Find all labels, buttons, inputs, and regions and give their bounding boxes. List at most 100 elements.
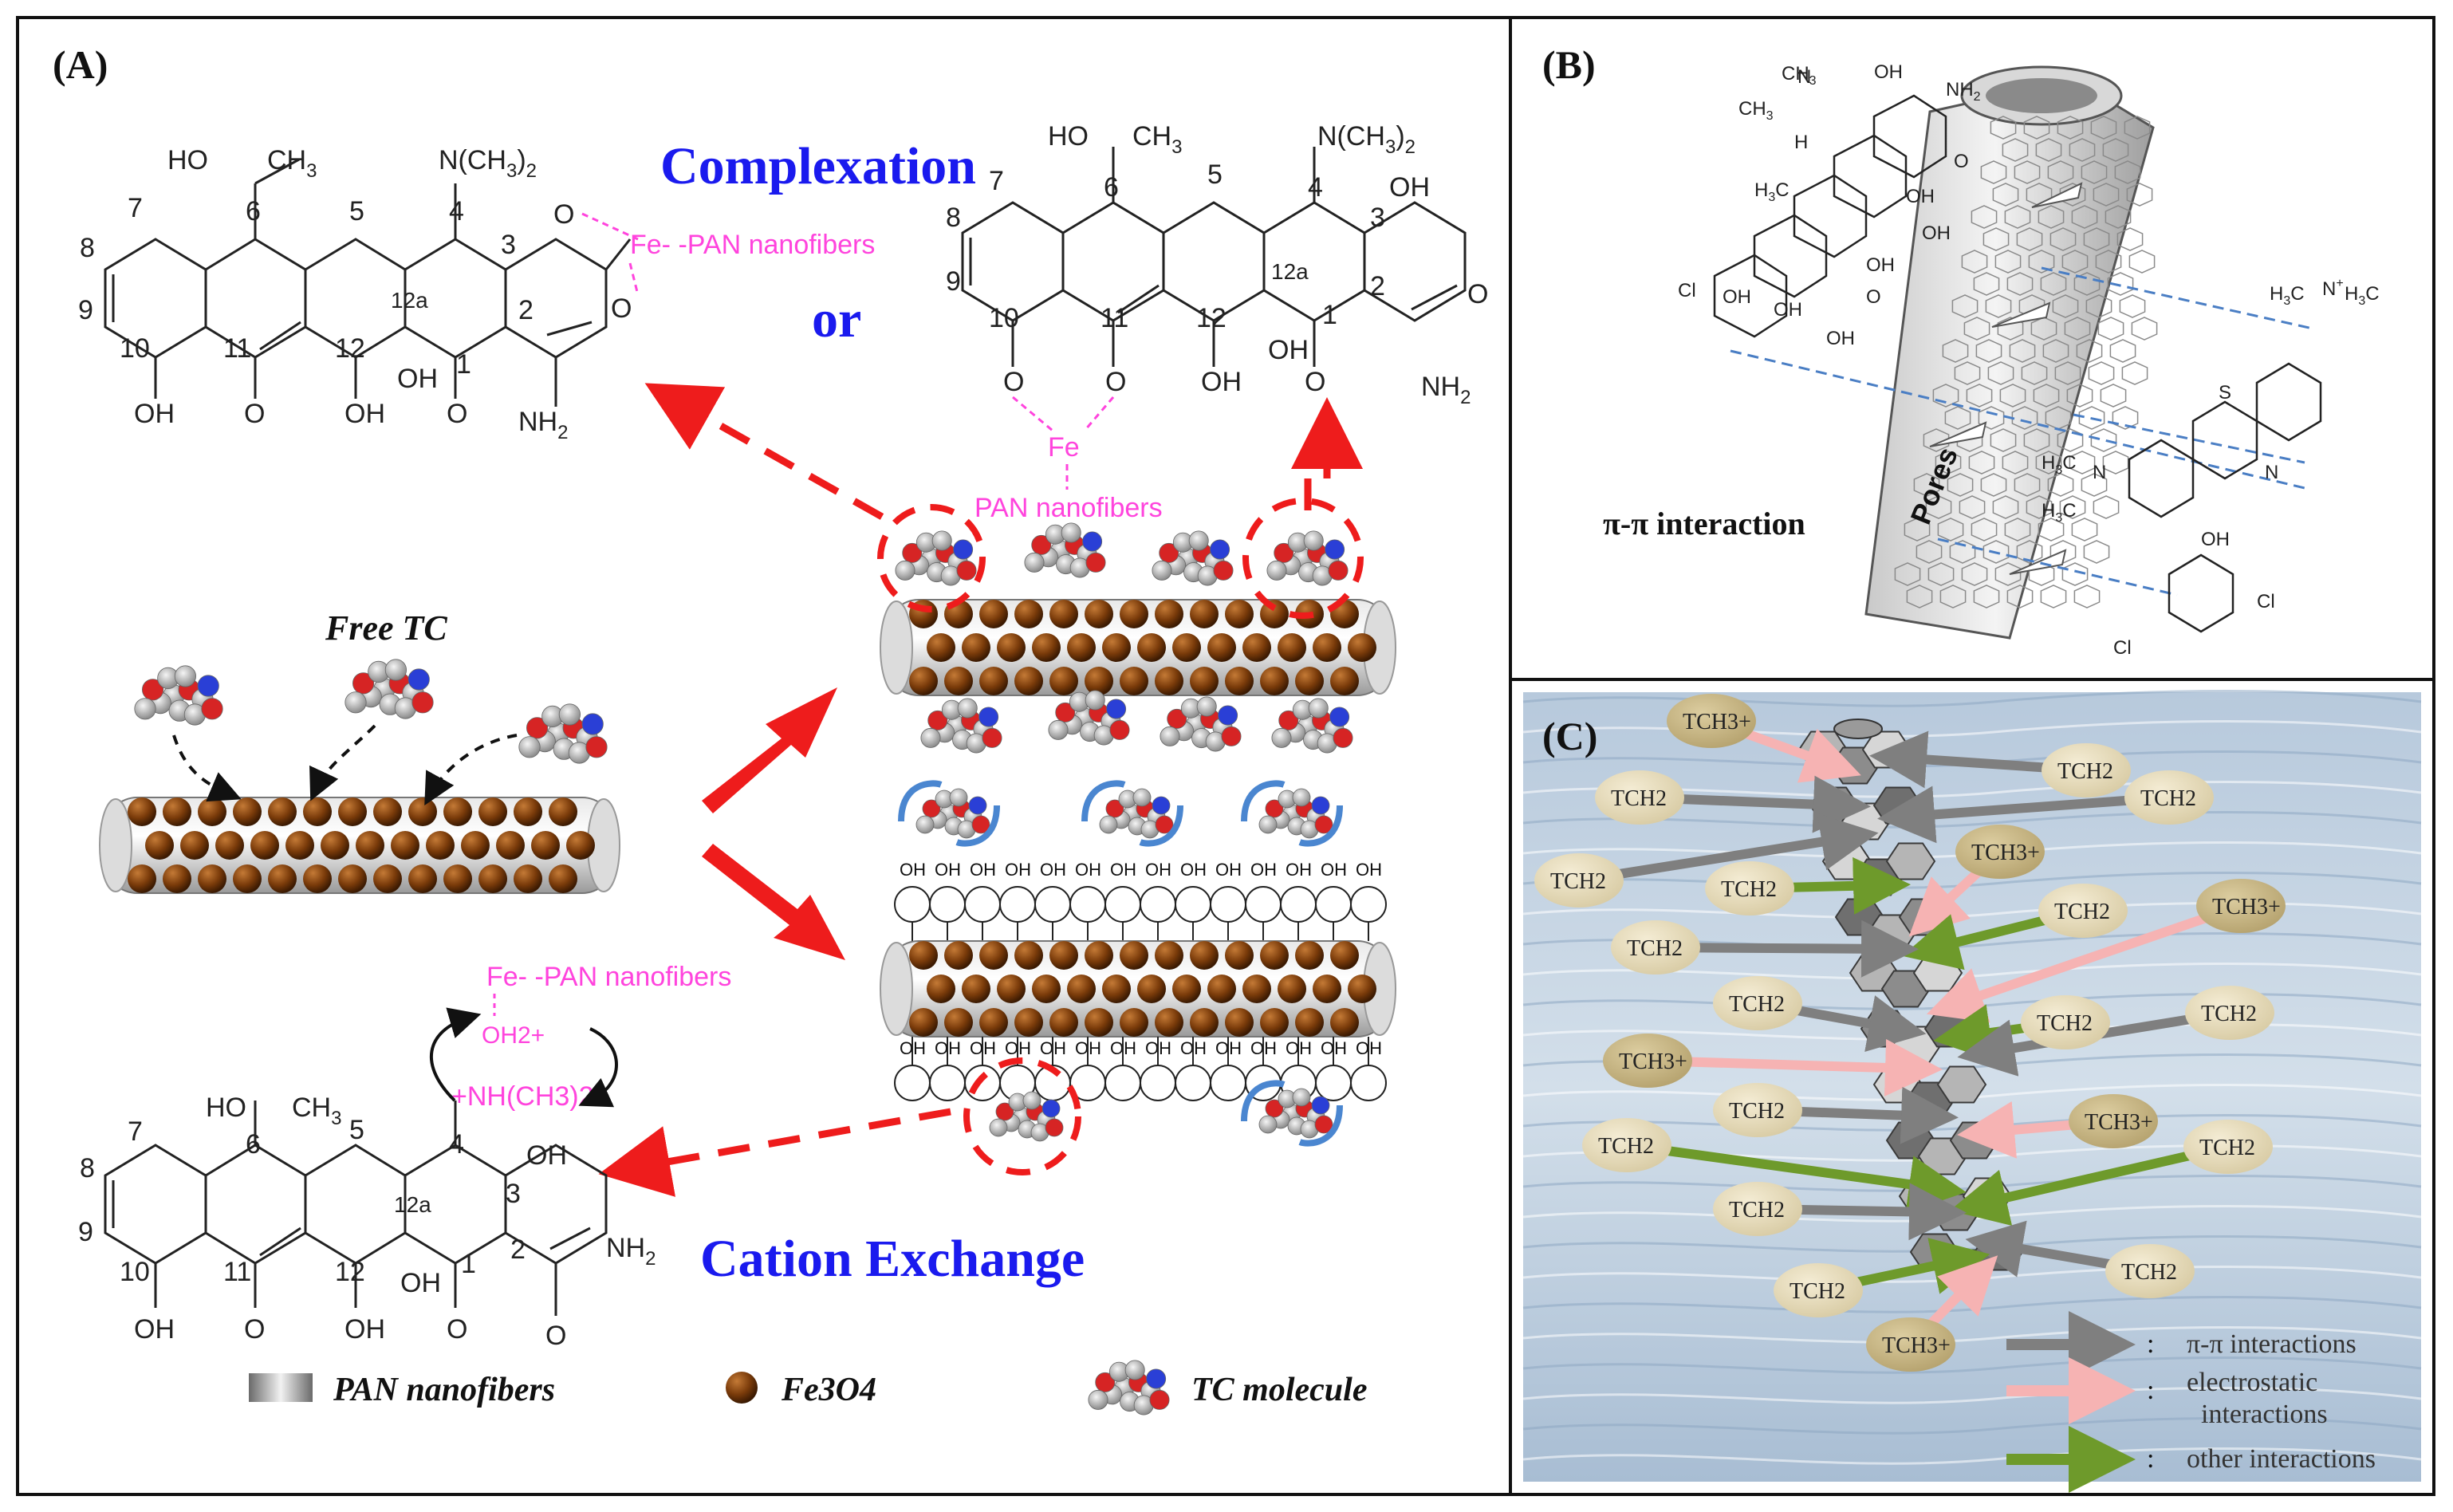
fe3o4-bead bbox=[1067, 975, 1096, 1003]
svg-text:OH: OH bbox=[134, 1314, 175, 1345]
svg-text:O: O bbox=[1467, 279, 1488, 309]
fe3o4-bead bbox=[1190, 600, 1219, 628]
tch2-blob: TCH2 bbox=[1582, 1118, 1671, 1172]
complexation-title: Complexation bbox=[660, 137, 976, 195]
tch3-plus-blob: TCH3+ bbox=[1667, 694, 1756, 748]
oh-label: OH bbox=[970, 860, 996, 880]
exchange-arrow bbox=[1241, 1080, 1286, 1122]
svg-text:HO: HO bbox=[167, 145, 208, 175]
fe3o4-bead bbox=[1049, 941, 1078, 970]
fe3o4-bead bbox=[1032, 633, 1061, 662]
svg-text:HO: HO bbox=[1048, 121, 1089, 152]
fe3o4-bead bbox=[1278, 975, 1306, 1003]
svg-text:OH: OH bbox=[1826, 328, 1855, 349]
oh-bead bbox=[894, 1065, 931, 1101]
svg-text:12a: 12a bbox=[1271, 259, 1309, 284]
svg-text:9: 9 bbox=[78, 1217, 93, 1247]
svg-text:H3C: H3C bbox=[2270, 283, 2305, 308]
exchange-arrow bbox=[1298, 1104, 1343, 1147]
legend-pan-label: PAN nanofibers bbox=[333, 1372, 555, 1408]
fe3o4-bead bbox=[1049, 667, 1078, 695]
svg-text:6: 6 bbox=[246, 196, 261, 226]
svg-text:11: 11 bbox=[1101, 303, 1128, 333]
oh-bead bbox=[964, 1065, 1001, 1101]
tc-molecule bbox=[134, 665, 223, 726]
oh-label: OH bbox=[1321, 860, 1347, 880]
oh-label: OH bbox=[1180, 860, 1207, 880]
svg-text:N: N bbox=[1797, 66, 1811, 88]
interaction-arrow bbox=[1626, 1140, 1967, 1213]
tch3-plus-blob: TCH3+ bbox=[1955, 825, 2045, 879]
fe3o4-bead bbox=[373, 797, 402, 826]
fe3o4-bead bbox=[408, 864, 437, 893]
panel-a-label: (A) bbox=[53, 42, 108, 87]
svg-text:6: 6 bbox=[1104, 172, 1119, 203]
svg-text:OH: OH bbox=[2201, 529, 2230, 550]
svg-text:TCH2: TCH2 bbox=[1721, 877, 1777, 902]
svg-text:7: 7 bbox=[128, 1116, 143, 1147]
fe3o4-bead bbox=[1207, 633, 1236, 662]
oh-bead bbox=[1069, 886, 1106, 923]
tc-molecule bbox=[1024, 522, 1106, 578]
tc-molecule bbox=[1152, 530, 1234, 586]
cation-exchange-title: Cation Exchange bbox=[700, 1230, 1085, 1288]
fe3o4-bead bbox=[1085, 600, 1113, 628]
tc-molecule bbox=[1160, 696, 1242, 752]
oh-bead bbox=[1210, 1065, 1246, 1101]
svg-text:O: O bbox=[244, 399, 265, 429]
svg-text:3: 3 bbox=[501, 230, 516, 260]
svg-text:O: O bbox=[1105, 367, 1126, 397]
svg-text:OH: OH bbox=[345, 1314, 385, 1345]
fe3o4-bead bbox=[944, 941, 973, 970]
free-tc-molecules bbox=[134, 659, 608, 764]
fe3o4-bead bbox=[338, 864, 367, 893]
fe3o4-bead bbox=[461, 831, 490, 860]
fe3o4-bead bbox=[1260, 941, 1289, 970]
fe3o4-bead bbox=[1348, 633, 1376, 662]
fe3o4-bead bbox=[1225, 667, 1254, 695]
svg-text:TCH2: TCH2 bbox=[2121, 1260, 2177, 1285]
svg-text:4: 4 bbox=[449, 196, 464, 226]
svg-text:TCH3+: TCH3+ bbox=[1619, 1049, 1687, 1074]
svg-text:O: O bbox=[1003, 367, 1024, 397]
svg-text:TCH2: TCH2 bbox=[1627, 936, 1683, 961]
svg-text:1: 1 bbox=[456, 349, 471, 380]
tc-molecule bbox=[345, 659, 434, 719]
svg-text:N+: N+ bbox=[2322, 277, 2344, 300]
tc-molecule bbox=[1048, 690, 1130, 746]
svg-text:12a: 12a bbox=[394, 1192, 431, 1217]
svg-text:10: 10 bbox=[120, 1257, 150, 1287]
svg-text:O: O bbox=[553, 199, 574, 230]
svg-text:2: 2 bbox=[1370, 271, 1385, 301]
legend-colon-1: : bbox=[2147, 1329, 2154, 1359]
fe3o4-bead bbox=[478, 864, 507, 893]
fe3o4-bead bbox=[128, 797, 156, 826]
svg-text:TCH2: TCH2 bbox=[1729, 1198, 1785, 1223]
tch2-blob: TCH2 bbox=[2185, 986, 2274, 1040]
svg-text:3: 3 bbox=[506, 1179, 521, 1209]
svg-text:OH: OH bbox=[1866, 254, 1895, 276]
svg-text:TCH2: TCH2 bbox=[1611, 786, 1667, 811]
fe3o4-bead bbox=[997, 975, 1026, 1003]
fe3o4-bead bbox=[1155, 600, 1183, 628]
svg-text:OH: OH bbox=[1201, 367, 1242, 397]
fe3o4-bead bbox=[391, 831, 419, 860]
svg-text:11: 11 bbox=[223, 1257, 251, 1287]
oh-bead bbox=[929, 886, 966, 923]
fe3o4-bead bbox=[1190, 941, 1219, 970]
fe3o4-bead bbox=[1049, 1008, 1078, 1037]
svg-text:OH: OH bbox=[1906, 186, 1935, 207]
svg-text:O: O bbox=[1866, 286, 1881, 308]
svg-text:5: 5 bbox=[349, 1115, 364, 1145]
fe3o4-bead bbox=[478, 797, 507, 826]
tch2-blob: TCH2 bbox=[1713, 1182, 1802, 1236]
cation-exchange-highlight-circle bbox=[963, 1057, 1081, 1175]
fe3o4-bead bbox=[962, 975, 990, 1003]
svg-text:TCH2: TCH2 bbox=[1550, 869, 1606, 894]
svg-text:OH: OH bbox=[1922, 222, 1951, 244]
svg-text:OH: OH bbox=[1723, 286, 1751, 308]
oh-bead bbox=[1140, 1065, 1176, 1101]
fe-complex-1: Fe- -PAN nanofibers bbox=[581, 212, 875, 296]
